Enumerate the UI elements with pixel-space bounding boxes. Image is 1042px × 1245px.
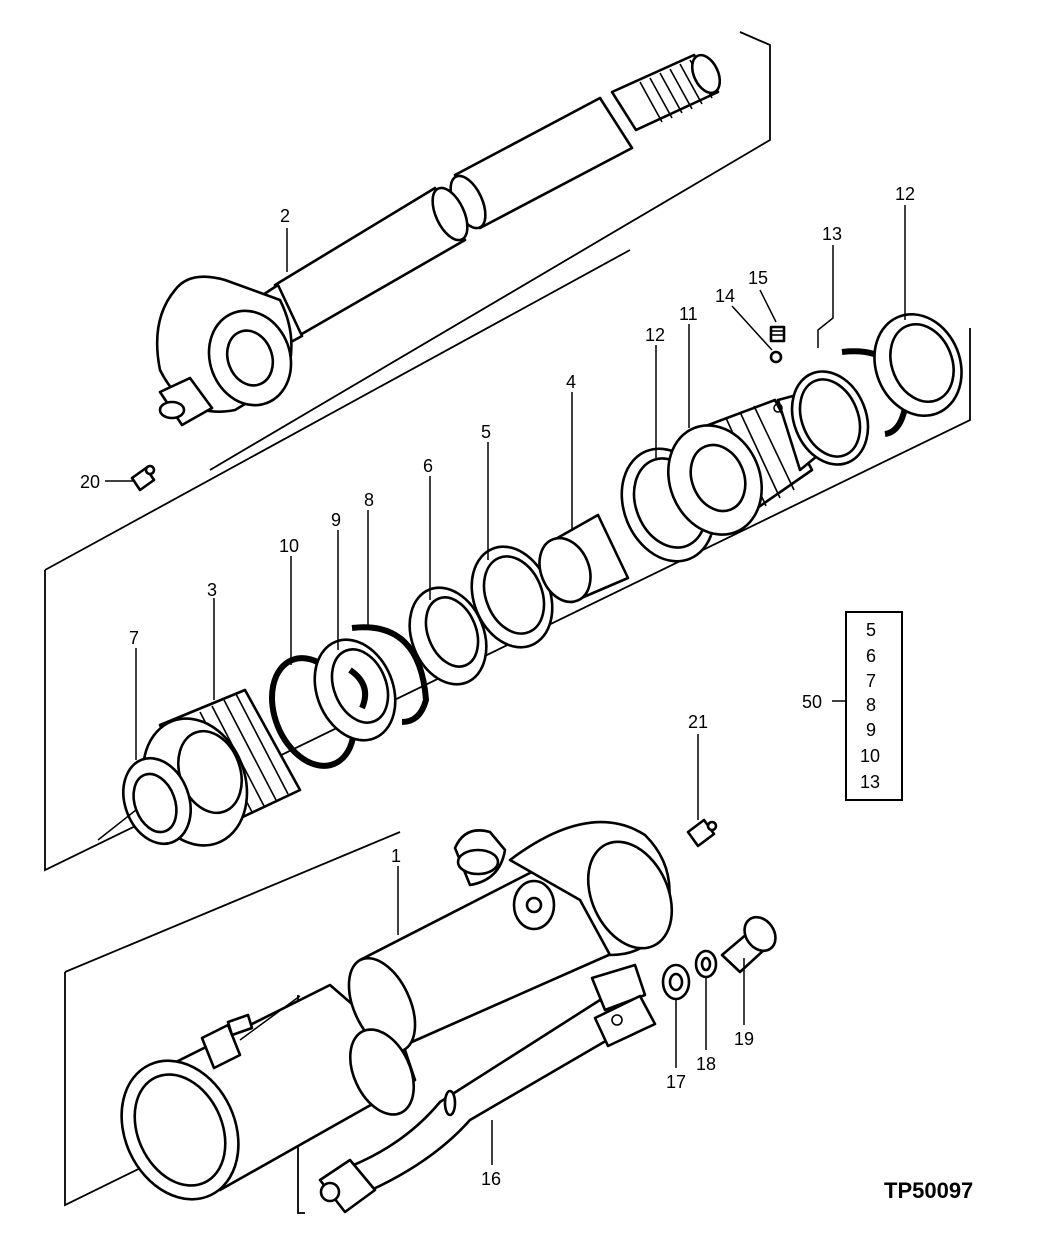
kit-item: 10 — [860, 746, 880, 766]
callout-21: 21 — [688, 712, 708, 732]
wear-ring-7 — [122, 756, 192, 846]
callout-18: 18 — [696, 1054, 716, 1074]
callout-5: 5 — [481, 422, 491, 442]
bushing-4 — [538, 513, 630, 604]
callout-16: 16 — [481, 1169, 501, 1189]
cylinder-tube-1 — [120, 820, 674, 1201]
flange-clamp — [593, 994, 657, 1048]
pipe-16 — [318, 963, 647, 1214]
kit-item: 13 — [860, 772, 880, 792]
callout-6: 6 — [423, 456, 433, 476]
callout-1: 1 — [391, 846, 401, 866]
callout-10: 10 — [279, 536, 299, 556]
o-ring-17 — [661, 963, 691, 1001]
kit-item: 9 — [866, 720, 876, 740]
tube-fitting — [200, 1013, 254, 1070]
callout-7: 7 — [129, 628, 139, 648]
ball-14 — [769, 350, 783, 364]
ring-5 — [470, 545, 554, 649]
callout-3: 3 — [207, 580, 217, 600]
piston-rod — [155, 53, 722, 427]
callout-11: 11 — [679, 304, 698, 324]
washer-18 — [694, 949, 718, 979]
callout-2: 2 — [280, 206, 290, 226]
callout-4: 4 — [566, 372, 576, 392]
set-screw-15 — [769, 325, 786, 343]
kit-item: 6 — [866, 646, 876, 666]
leader-lines — [97, 205, 906, 1165]
rod-frame — [209, 31, 771, 471]
ring-6 — [408, 586, 488, 686]
callout-13: 13 — [822, 224, 842, 244]
callout-12b: 12 — [895, 184, 915, 204]
bolt-19 — [720, 915, 777, 974]
callout-8: 8 — [364, 490, 374, 510]
callouts: 1 2 3 4 5 6 7 8 9 10 11 12 12 13 14 15 1… — [80, 184, 915, 1189]
kit-item: 8 — [866, 695, 876, 715]
callout-17: 17 — [666, 1072, 686, 1092]
callout-9: 9 — [331, 510, 341, 530]
kit-box: 50 5 6 7 8 9 10 13 — [802, 611, 903, 801]
reference-code: TP50097 — [884, 1178, 973, 1203]
kit-item: 5 — [866, 620, 876, 640]
kit-item: 7 — [866, 671, 876, 691]
callout-12a: 12 — [645, 325, 665, 345]
backup-ring-9 — [313, 638, 397, 742]
callout-15: 15 — [748, 268, 768, 288]
callout-19: 19 — [734, 1029, 754, 1049]
callout-20: 20 — [80, 472, 100, 492]
grease-fitting-20 — [130, 464, 156, 492]
callout-14: 14 — [715, 286, 735, 306]
grease-fitting-21 — [686, 818, 718, 848]
seal-8 — [351, 624, 430, 725]
cylinder-head-11 — [666, 390, 824, 536]
kit-label: 50 — [802, 692, 822, 712]
wear-ring-12b — [873, 312, 963, 418]
